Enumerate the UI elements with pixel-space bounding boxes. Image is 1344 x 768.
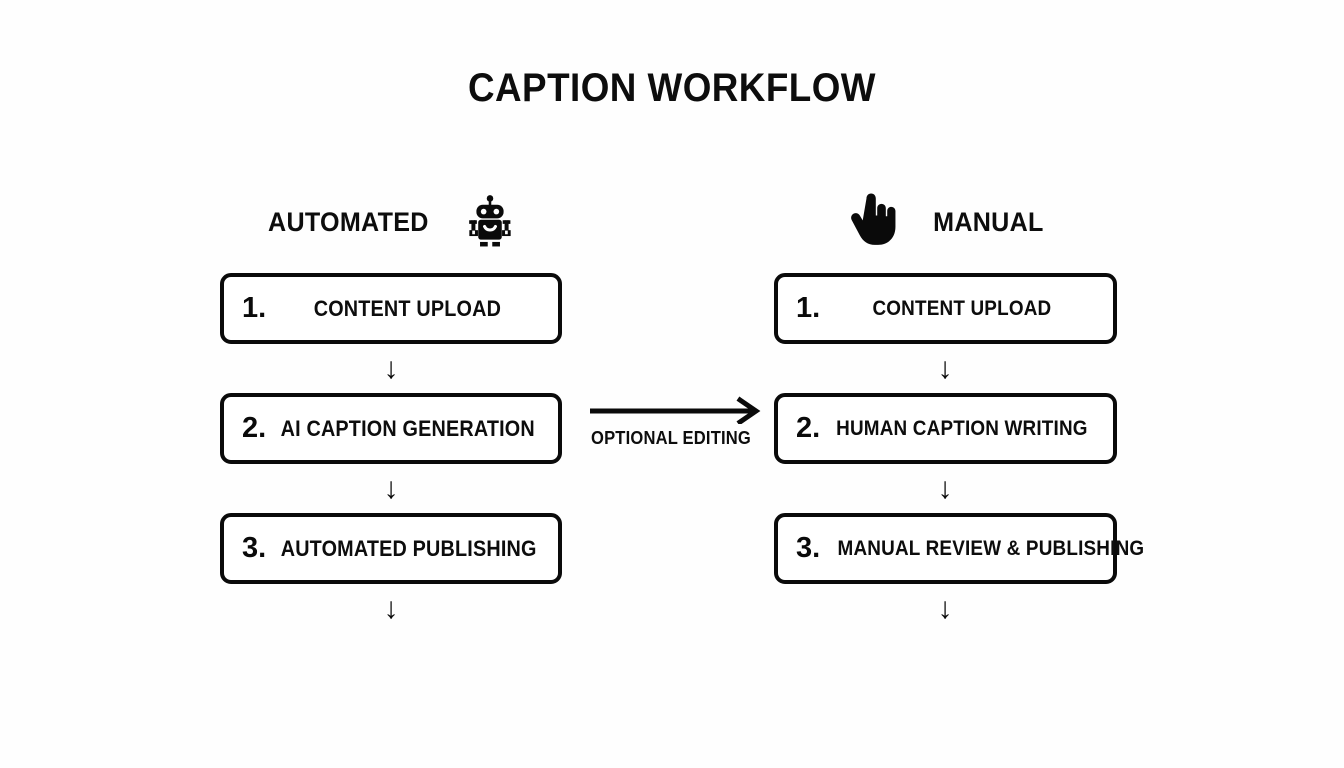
connector-optional-editing: OPTIONAL EDITING bbox=[580, 392, 762, 462]
pointing-hand-icon bbox=[843, 192, 903, 252]
step-number: 1. bbox=[242, 292, 267, 324]
step-number: 3. bbox=[242, 532, 267, 564]
flow-arrow-down-manual-3: ↓ bbox=[937, 592, 953, 625]
step-label: HUMAN CAPTION WRITING bbox=[836, 416, 1088, 440]
flow-arrow-down-automated-2: ↓ bbox=[383, 472, 399, 505]
robot-icon bbox=[460, 192, 520, 252]
page-title: CAPTION WORKFLOW bbox=[467, 66, 877, 110]
step-number: 2. bbox=[796, 412, 821, 444]
column-header-automated: AUTOMATED bbox=[220, 195, 562, 248]
step-box-manual-1[interactable]: 1. CONTENT UPLOAD bbox=[774, 273, 1117, 344]
connector-arrow-right-icon bbox=[590, 396, 761, 424]
column-title-automated: AUTOMATED bbox=[267, 206, 429, 237]
step-box-manual-2[interactable]: 2. HUMAN CAPTION WRITING bbox=[774, 393, 1117, 464]
step-number: 1. bbox=[796, 292, 821, 324]
flow-arrow-down-manual-1: ↓ bbox=[937, 352, 953, 385]
step-label: CONTENT UPLOAD bbox=[313, 295, 502, 321]
step-box-automated-1[interactable]: 1. CONTENT UPLOAD bbox=[220, 273, 562, 344]
step-label: CONTENT UPLOAD bbox=[872, 296, 1052, 320]
step-box-automated-2[interactable]: 2. AI CAPTION GENERATION bbox=[220, 393, 562, 464]
step-label: AI CAPTION GENERATION bbox=[280, 415, 536, 441]
flow-arrow-down-automated-1: ↓ bbox=[383, 352, 399, 385]
flow-arrow-down-automated-3: ↓ bbox=[383, 592, 399, 625]
flow-arrow-down-manual-2: ↓ bbox=[937, 472, 953, 505]
column-title-manual: MANUAL bbox=[933, 206, 1044, 237]
step-label: AUTOMATED PUBLISHING bbox=[280, 535, 537, 561]
step-number: 3. bbox=[796, 532, 821, 564]
column-header-manual: MANUAL bbox=[774, 193, 1117, 248]
step-number: 2. bbox=[242, 412, 267, 444]
connector-label: OPTIONAL EDITING bbox=[591, 428, 751, 448]
step-box-manual-3[interactable]: 3. MANUAL REVIEW & PUBLISHING bbox=[774, 513, 1144, 584]
step-box-automated-3[interactable]: 3. AUTOMATED PUBLISHING bbox=[220, 513, 562, 584]
step-label: MANUAL REVIEW & PUBLISHING bbox=[837, 536, 1145, 560]
